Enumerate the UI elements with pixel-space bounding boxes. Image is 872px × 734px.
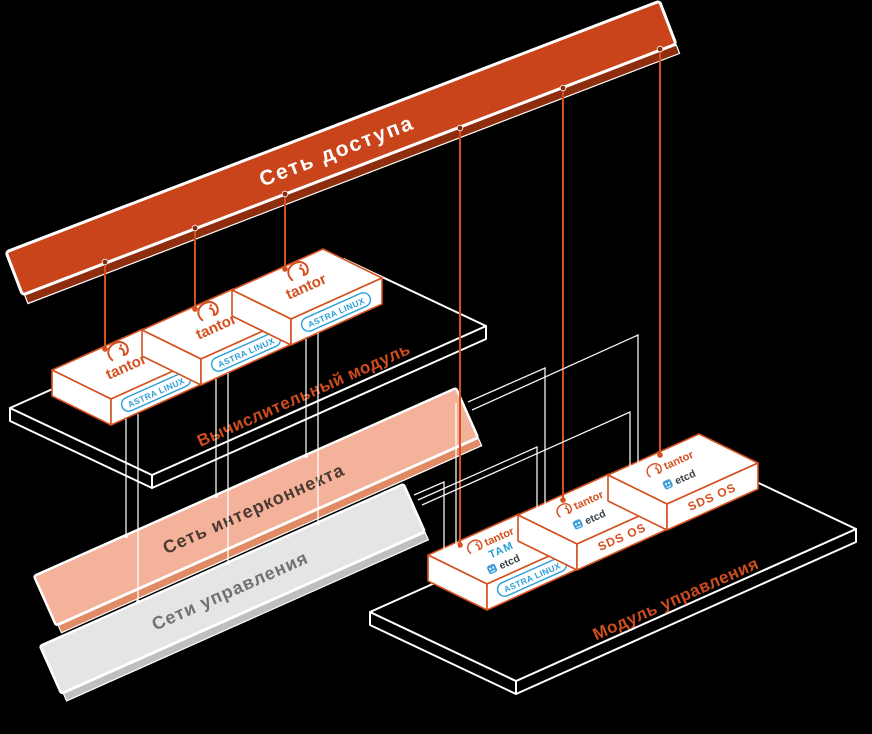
interconnect-edge <box>57 437 483 634</box>
link-dot <box>559 84 567 92</box>
access-network-bar: Сеть доступа <box>5 0 681 305</box>
link-dot <box>656 45 664 53</box>
connector-line <box>421 410 631 506</box>
link-dot <box>304 454 308 458</box>
link-dot <box>456 124 464 132</box>
link-dot <box>543 504 547 508</box>
link-dot <box>192 306 198 312</box>
link-dot <box>535 510 539 514</box>
link-dot <box>226 561 230 565</box>
link-dot <box>124 534 128 538</box>
link-dot <box>454 544 458 548</box>
interconnect-links <box>125 333 639 602</box>
access-network-links <box>104 49 661 543</box>
access-network-edge <box>23 44 681 305</box>
connector-line <box>467 367 546 506</box>
connector-line <box>417 445 538 512</box>
connector-line <box>413 481 445 552</box>
link-dot <box>457 542 463 548</box>
link-dot <box>136 600 140 604</box>
link-dot <box>316 521 320 525</box>
interconnect-face <box>33 387 479 626</box>
link-dot <box>281 190 289 198</box>
link-dot <box>282 266 288 272</box>
link-dot <box>560 497 566 503</box>
link-dot <box>191 224 199 232</box>
compute-node-3: tantor ASTRA LINUX <box>231 248 383 346</box>
link-dot <box>628 470 632 474</box>
connector-line <box>471 333 639 466</box>
link-dot <box>636 464 640 468</box>
management-networks-edge <box>62 531 430 702</box>
management-networks-face <box>39 483 426 695</box>
link-dot <box>102 346 108 352</box>
node-right-face <box>666 462 759 531</box>
connection-dots <box>101 45 664 604</box>
link-dot <box>657 452 663 458</box>
compute-module-platform: Вычислительный модуль <box>9 258 487 489</box>
link-dot <box>101 258 109 266</box>
link-dot <box>442 550 446 554</box>
badge-pill <box>300 292 372 332</box>
link-dot <box>214 494 218 498</box>
management-node-3: tantor etcd SDS OS <box>607 433 759 531</box>
access-network-face <box>5 0 677 296</box>
